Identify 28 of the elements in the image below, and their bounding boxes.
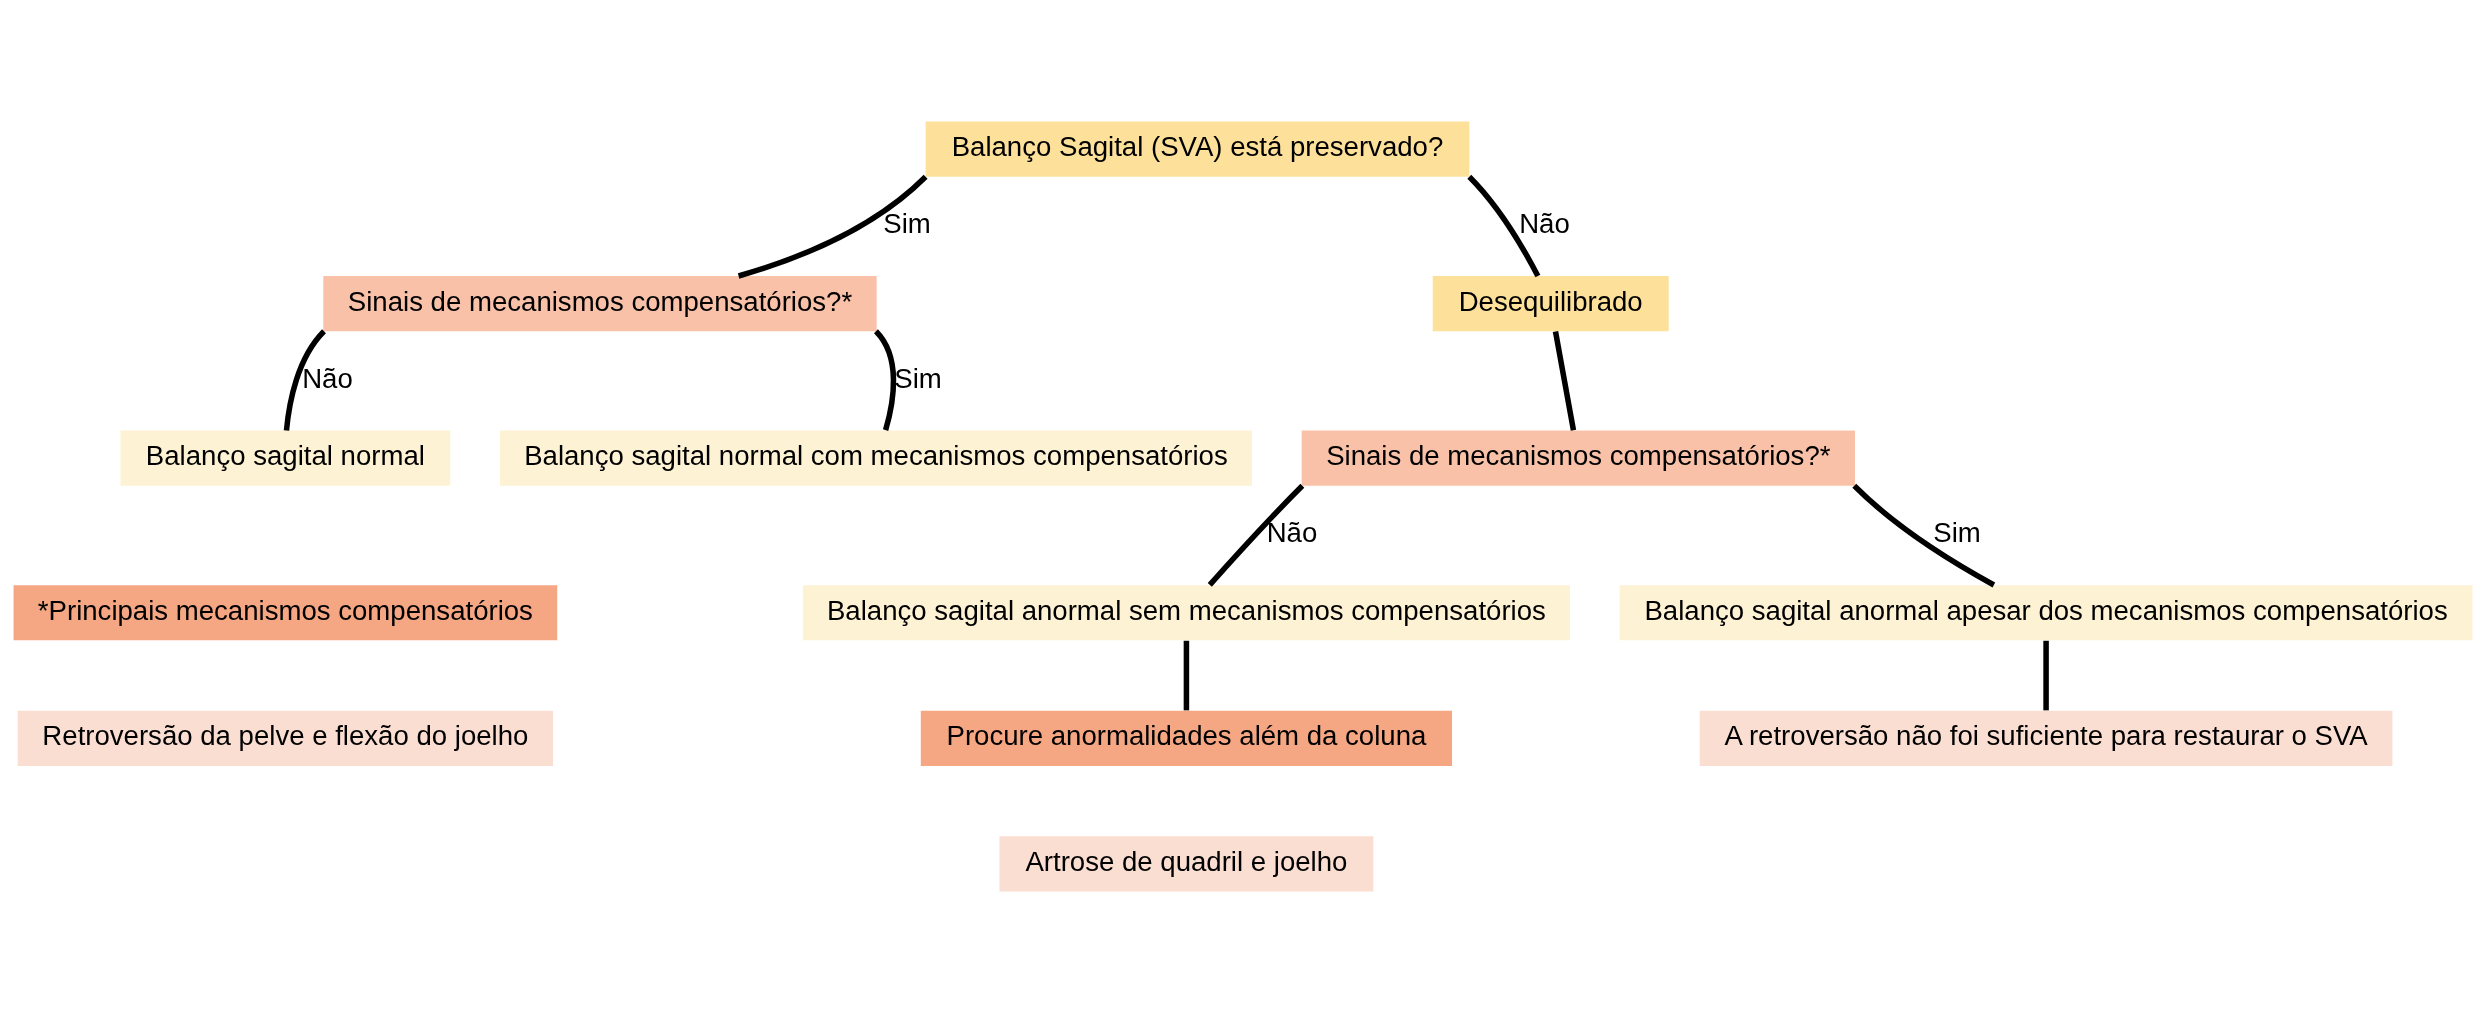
connector xyxy=(737,174,928,279)
node-box: Retroversão da pelve e flexão do joelho xyxy=(17,710,554,766)
connector xyxy=(2043,640,2049,710)
edge-label: Sim xyxy=(894,362,942,394)
connector xyxy=(1207,483,1305,587)
node-box: Balanço sagital normal xyxy=(120,430,451,486)
connector xyxy=(283,328,327,431)
edge-label: Não xyxy=(1266,516,1318,548)
connector xyxy=(1183,640,1190,710)
node-box: Balanço sagital normal com mecanismos compensatórios xyxy=(499,430,1252,486)
connector xyxy=(1552,330,1577,431)
node-box: Artrose de quadril e joelho xyxy=(999,835,1374,891)
node-box: Sinais de mecanismos compensatórios?* xyxy=(323,275,877,331)
node-box: *Principais mecanismos compensatórios xyxy=(13,584,558,640)
edge-label: Não xyxy=(1519,207,1570,239)
edge-label: Sim xyxy=(883,207,931,239)
node-box: Balanço Sagital (SVA) está preservado? xyxy=(925,121,1470,177)
node-box: Sinais de mecanismos compensatórios?* xyxy=(1301,430,1855,486)
node-box: Balanço sagital anormal apesar dos mecanismos compensatórios xyxy=(1619,584,2473,640)
edge-label: Sim xyxy=(1933,516,1981,548)
edge-label: Não xyxy=(302,362,353,394)
node-box: A retroversão não foi suficiente para restaurar o SVA xyxy=(1699,710,2393,766)
connector xyxy=(873,328,897,431)
node-box: Desequilibrado xyxy=(1432,275,1669,331)
connector xyxy=(1467,174,1541,277)
node-box: Procure anormalidades além da coluna xyxy=(920,710,1453,766)
node-box: Balanço sagital anormal sem mecanismos compensatórios xyxy=(802,584,1571,640)
connector xyxy=(1852,483,1996,587)
